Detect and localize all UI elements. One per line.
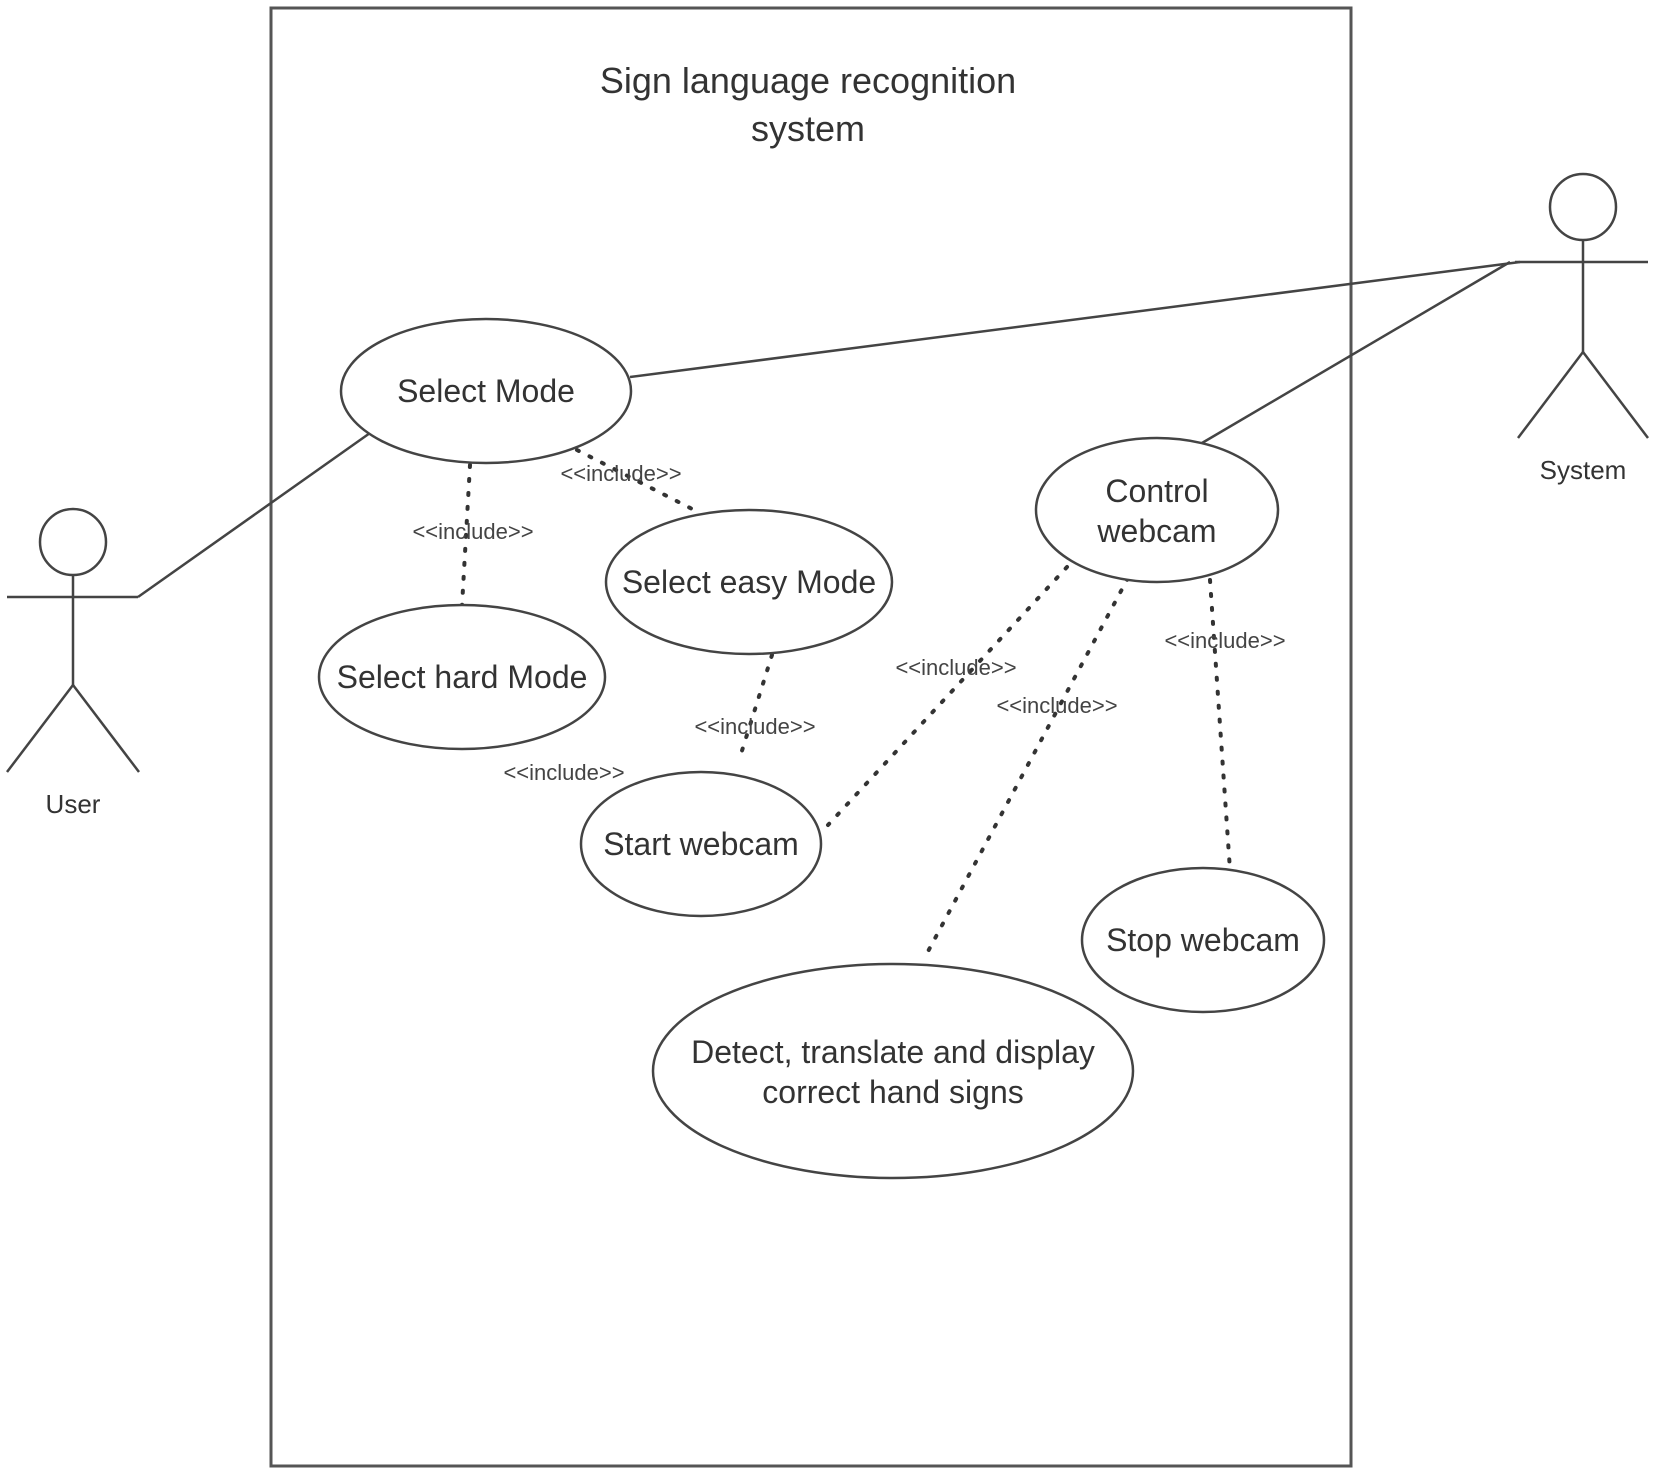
- include-line-control-to-detect: [923, 576, 1130, 959]
- include-line-easy-to-start: [738, 653, 774, 759]
- actor-system[interactable]: System: [1515, 172, 1649, 485]
- system-title-line1: Sign language recognition: [600, 60, 1016, 101]
- include-label: <<include>>: [412, 519, 533, 544]
- use-case-detect-translate-display[interactable]: Detect, translate and display correct ha…: [651, 962, 1135, 1180]
- include-line-hard-mode: [460, 463, 472, 608]
- actor-user-label: User: [46, 789, 101, 819]
- actor-head-icon: [38, 507, 108, 577]
- association-system-control-webcam: [1201, 260, 1511, 445]
- use-case-label: Select easy Mode: [622, 564, 876, 600]
- use-case-select-easy-mode[interactable]: Select easy Mode: [604, 508, 894, 656]
- use-case-label: Start webcam: [603, 826, 799, 862]
- use-case-label: Select hard Mode: [337, 659, 588, 695]
- use-case-label: webcam: [1096, 513, 1216, 549]
- actor-user[interactable]: User: [6, 507, 140, 819]
- include-label: <<include>>: [503, 760, 624, 785]
- include-line-easy-mode: [575, 448, 702, 515]
- use-case-select-mode[interactable]: Select Mode: [339, 317, 633, 465]
- use-case-label: correct hand signs: [762, 1074, 1023, 1110]
- include-line-control-to-stop: [1208, 578, 1232, 872]
- include-label: <<include>>: [1164, 628, 1285, 653]
- association-user-select-mode: [137, 431, 371, 599]
- actor-head-icon: [1548, 172, 1618, 242]
- use-case-label: Control: [1105, 473, 1208, 509]
- system-title-line2: system: [751, 108, 865, 149]
- association-system-select-mode: [629, 260, 1521, 379]
- use-case-control-webcam[interactable]: Control webcam: [1034, 436, 1280, 584]
- include-label: <<include>>: [895, 655, 1016, 680]
- actor-system-label: System: [1540, 455, 1627, 485]
- include-label: <<include>>: [996, 693, 1117, 718]
- use-case-label: Select Mode: [397, 373, 575, 409]
- system-boundary: [269, 6, 1353, 1468]
- include-label: <<include>>: [694, 714, 815, 739]
- use-case-label: Detect, translate and display: [691, 1034, 1095, 1070]
- use-case-start-webcam[interactable]: Start webcam: [579, 770, 823, 918]
- use-case-stop-webcam[interactable]: Stop webcam: [1080, 866, 1326, 1014]
- use-case-label: Stop webcam: [1106, 922, 1300, 958]
- use-case-select-hard-mode[interactable]: Select hard Mode: [317, 603, 607, 751]
- include-line-control-to-start: [826, 565, 1069, 827]
- include-label: <<include>>: [560, 461, 681, 486]
